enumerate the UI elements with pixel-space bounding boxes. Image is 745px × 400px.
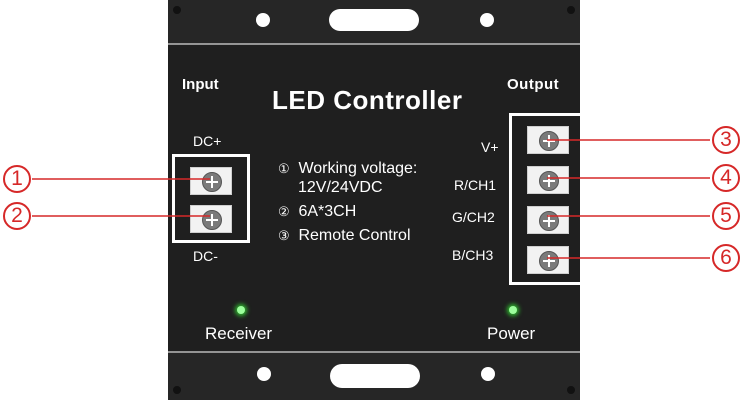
terminal-ch3 <box>527 246 569 274</box>
corner-screw <box>173 6 181 14</box>
terminal-dc-plus <box>190 167 232 195</box>
screw-icon <box>202 210 222 230</box>
spec-item-3: ③ Remote Control <box>278 227 411 245</box>
corner-screw <box>567 386 575 394</box>
callout-number: 1 <box>11 167 23 190</box>
terminal-ch2 <box>527 206 569 234</box>
spec-item-2: ② 6A*3CH <box>278 203 356 221</box>
receiver-led-icon <box>237 306 245 314</box>
page-title: LED Controller <box>272 85 463 115</box>
callout-2: 2 <box>2 201 32 231</box>
spec-marker: ① <box>278 161 290 176</box>
receiver-label: Receiver <box>205 324 273 343</box>
callout-6: 6 <box>711 243 741 273</box>
mount-hole <box>257 367 271 381</box>
input-terminal-block <box>172 154 250 243</box>
dc-minus-label: DC- <box>193 248 218 264</box>
dc-plus-label: DC+ <box>193 133 222 149</box>
screw-icon <box>539 251 559 271</box>
power-led-icon <box>509 306 517 314</box>
spec-text: Working voltage: <box>298 160 418 177</box>
output-label: Output <box>507 76 560 93</box>
callout-1: 1 <box>2 164 32 194</box>
callout-number: 4 <box>720 166 732 189</box>
channel-label-ch3: B/CH3 <box>452 247 494 263</box>
mount-hole <box>481 367 495 381</box>
callout-number: 6 <box>720 246 732 269</box>
callout-number: 2 <box>11 204 23 227</box>
terminal-ch1 <box>527 166 569 194</box>
screw-icon <box>539 171 559 191</box>
callout-5: 5 <box>711 201 741 231</box>
power-label: Power <box>487 324 536 343</box>
output-terminal-block <box>509 113 587 285</box>
screw-icon <box>539 211 559 231</box>
mount-hole <box>256 13 270 27</box>
spec-text: 6A*3CH <box>298 203 357 220</box>
channel-label-vplus: V+ <box>481 139 499 155</box>
screw-icon <box>202 172 222 192</box>
mount-slot <box>330 364 420 388</box>
terminal-dc-minus <box>190 205 232 233</box>
mount-hole <box>480 13 494 27</box>
callout-number: 3 <box>720 128 732 151</box>
callout-3: 3 <box>711 125 741 155</box>
channel-label-ch2: G/CH2 <box>452 209 495 225</box>
callout-number: 5 <box>720 204 732 227</box>
spec-text: Remote Control <box>298 227 411 244</box>
screw-icon <box>539 131 559 151</box>
corner-screw <box>173 386 181 394</box>
spec-marker: ③ <box>278 228 290 243</box>
spec-marker: ② <box>278 204 290 219</box>
corner-screw <box>567 6 575 14</box>
callout-4: 4 <box>711 163 741 193</box>
channel-label-ch1: R/CH1 <box>454 177 497 193</box>
spec-item-1: ① Working voltage: <box>278 160 417 178</box>
input-label: Input <box>182 76 219 93</box>
terminal-vplus <box>527 126 569 154</box>
mount-slot <box>329 9 419 31</box>
spec-item-1-value: 12V/24VDC <box>298 179 383 196</box>
